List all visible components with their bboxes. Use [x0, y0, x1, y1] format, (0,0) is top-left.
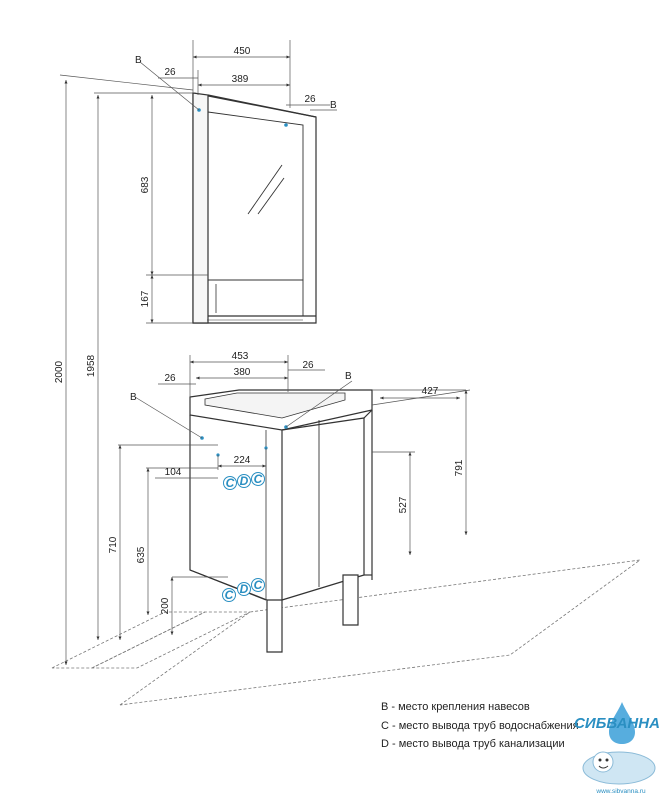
logo-url: www.sibvanna.ru [595, 788, 646, 795]
logo-text: СИБВАННА [574, 715, 660, 732]
dim-pipe-c-height: 527 [398, 496, 409, 513]
marker-c-upper-left: C [226, 476, 235, 490]
dim-van-inner: 380 [234, 367, 251, 378]
vanity-mount-points [200, 425, 288, 457]
legend-b: B - место крепления навесов [381, 701, 530, 713]
marker-b-cab-left: B [135, 55, 142, 66]
marker-c-lower-right: C [254, 578, 263, 592]
dimension-labels: 450 389 26 26 B B 683 167 2000 1958 453 … [54, 46, 465, 614]
dim-van-height: 791 [454, 459, 465, 476]
marker-c-upper-right: C [254, 472, 263, 486]
dim-van-right-offset: 26 [302, 360, 314, 371]
dim-total-height: 2000 [54, 360, 65, 383]
wall-cabinet [192, 92, 317, 324]
dim-van-depth: 427 [422, 386, 439, 397]
dim-cab-height: 683 [140, 176, 151, 193]
dim-cab-width: 450 [234, 46, 251, 57]
legend-c: C - место вывода труб водоснабжения [381, 719, 579, 732]
marker-b-van-left: B [130, 392, 137, 403]
dim-mount-height: 1958 [86, 354, 97, 377]
legend-d: D - место вывода труб канализации [381, 738, 565, 750]
dim-pipe-d-height: 635 [136, 546, 147, 563]
mount-point-b-right [284, 123, 288, 127]
dim-cab-inner: 389 [232, 74, 249, 85]
marker-d-upper: D [240, 474, 249, 488]
dim-van-width: 453 [232, 351, 249, 362]
pipe-markers-lower: C D C [222, 578, 265, 602]
dim-cab-shelf: 167 [140, 290, 151, 307]
dim-van-mount: 710 [108, 536, 119, 553]
dim-pipe-spacing: 224 [234, 455, 251, 466]
pipe-markers-upper: C D C [223, 472, 265, 490]
dim-cab-right-offset: 26 [304, 94, 316, 105]
marker-b-van-right: B [345, 371, 352, 382]
dim-pipe-offset: 104 [165, 467, 182, 478]
dim-van-left-offset: 26 [164, 373, 176, 384]
dimension-lines [59, 40, 471, 665]
dim-drain-height: 200 [160, 597, 171, 614]
sibvanna-logo: СИБВАННА www.sibvanna.ru [574, 702, 660, 795]
marker-b-cab-right: B [330, 100, 337, 111]
floor-outline [51, 559, 641, 706]
vanity-unit [189, 389, 373, 653]
legend: B - место крепления навесов C - место вы… [381, 698, 579, 754]
marker-d-lower: D [240, 582, 249, 596]
dim-cab-left-offset: 26 [164, 67, 176, 78]
marker-c-lower-left: C [225, 588, 234, 602]
